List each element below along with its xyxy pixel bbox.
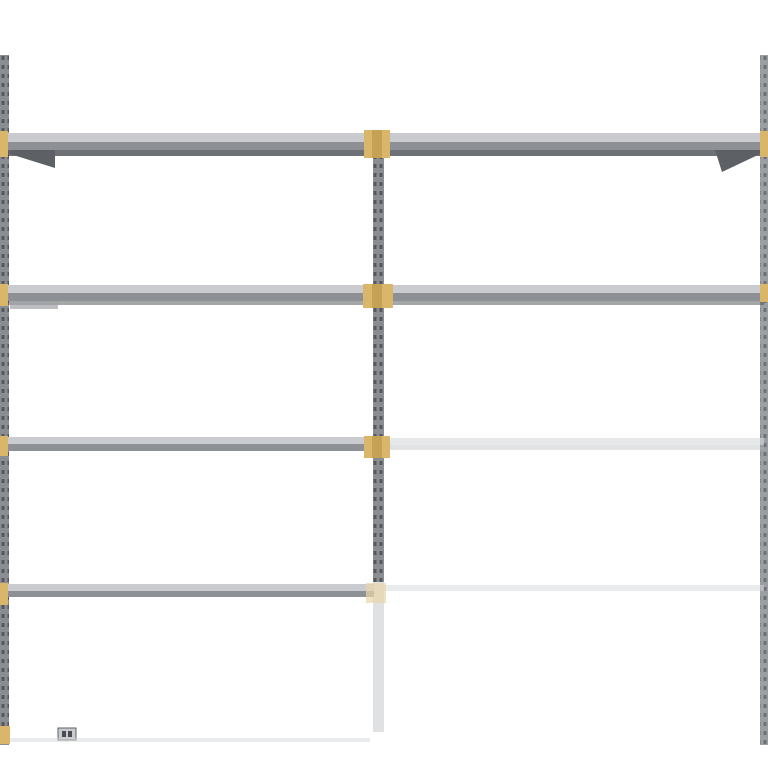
base — [0, 726, 370, 744]
bracket-left-4 — [0, 583, 8, 605]
bracket-center-4 — [366, 583, 386, 603]
shelf-3 — [0, 436, 764, 458]
bracket-left-2 — [0, 284, 8, 306]
center-upright — [373, 150, 384, 582]
right-upright — [760, 55, 768, 745]
shelf-4 — [0, 583, 764, 605]
bracket-right-1 — [760, 131, 768, 157]
center-upright-lower-faded — [373, 582, 384, 732]
shelf-1 — [0, 130, 768, 172]
bracket-left-1 — [0, 131, 8, 157]
bracket-right-2 — [760, 284, 768, 302]
bracket-left-3 — [0, 436, 8, 456]
shelf-2 — [0, 284, 768, 309]
left-upright — [0, 55, 9, 745]
